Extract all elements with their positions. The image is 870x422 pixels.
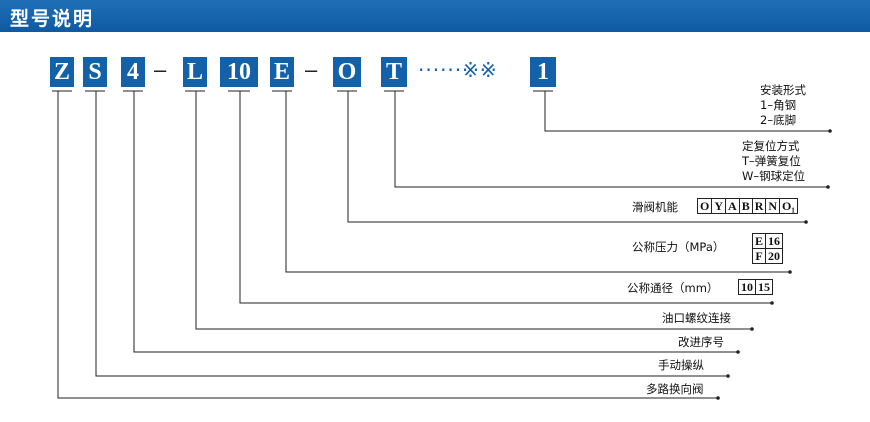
slide-option: O₁	[779, 198, 798, 214]
mount-option-2: 2–底脚	[760, 113, 797, 127]
pressure-value: 16	[765, 233, 784, 249]
code-segment-function: O	[333, 57, 361, 87]
pressure-row: E 16	[751, 233, 784, 249]
code-segment-position: T	[381, 57, 407, 87]
diameter-option: 10	[738, 279, 756, 295]
code-segment-pressure: E	[270, 57, 294, 87]
code-segment-port: L	[183, 57, 207, 87]
code-segment-operation: S	[83, 57, 107, 87]
dots-text: ······	[418, 58, 463, 82]
position-option-w: W–钢球定位	[742, 169, 806, 183]
pressure-row: F 20	[751, 248, 784, 264]
slide-function-table: O Y A B R N O₁	[696, 198, 798, 214]
page-title: 型号说明	[10, 8, 95, 30]
pressure-table: E 16 F 20	[751, 233, 784, 264]
diameter-label: 公称通径（mm）	[627, 281, 719, 295]
diameter-option: 15	[755, 279, 773, 295]
pressure-code: E	[751, 233, 767, 249]
code-separator: –	[305, 57, 318, 82]
pressure-label: 公称压力（MPa）	[632, 240, 725, 254]
slide-option: N	[765, 198, 781, 214]
mount-title: 安装形式	[760, 83, 806, 97]
code-segment-series: Z	[50, 57, 74, 87]
slide-option: B	[738, 198, 753, 214]
slide-option: Y	[711, 198, 727, 214]
manual-label: 手动操纵	[658, 358, 704, 372]
code-segment-mount: 1	[530, 57, 556, 87]
improvement-label: 改进序号	[678, 335, 724, 349]
pressure-value: 20	[765, 248, 784, 264]
position-option-t: T–弹簧复位	[742, 154, 801, 168]
slide-option: R	[751, 198, 767, 214]
slide-option: A	[725, 198, 740, 214]
slide-function-label: 滑阀机能	[632, 200, 678, 214]
code-segment-diameter: 10	[220, 57, 258, 87]
code-separator: –	[154, 57, 167, 82]
valve-label: 多路换向阀	[646, 382, 704, 396]
placeholder-mark: ※※	[462, 58, 498, 82]
code-dots: ······※※	[418, 55, 498, 85]
header-bar: 型号说明	[0, 0, 870, 32]
position-title: 定复位方式	[742, 139, 800, 153]
slide-option: O	[696, 198, 713, 214]
pressure-code: F	[751, 248, 767, 264]
mount-option-1: 1–角钢	[760, 98, 797, 112]
code-segment-improvement: 4	[121, 57, 145, 87]
oil-port-label: 油口螺纹连接	[662, 311, 731, 325]
diameter-table: 10 15	[738, 279, 773, 295]
